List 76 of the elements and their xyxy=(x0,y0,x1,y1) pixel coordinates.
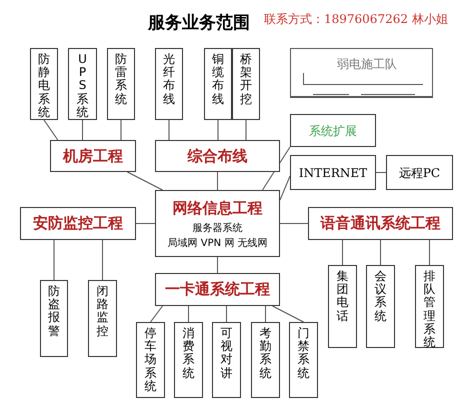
category-box xyxy=(50,140,136,172)
connector-line xyxy=(280,223,308,224)
label-box xyxy=(386,155,453,190)
node-text: 会议系统 xyxy=(374,270,386,325)
node-text: 停车场系统 xyxy=(144,327,156,395)
node-text: 防盗报警 xyxy=(48,285,60,340)
connector-line xyxy=(188,306,189,322)
node-text: 考勤系统 xyxy=(260,327,272,382)
category-box xyxy=(308,207,453,240)
connector-line xyxy=(272,306,304,322)
vertical-label-box xyxy=(232,48,260,120)
node-text: 一卡通系统工程 xyxy=(165,279,270,300)
connector-line xyxy=(82,120,83,140)
node-text: 网络信息工程 xyxy=(172,198,262,219)
vertical-label-box xyxy=(107,48,135,120)
node-text: 铜缆布线 xyxy=(212,53,224,108)
node-text: 机房工程 xyxy=(63,146,123,167)
connector-line xyxy=(342,240,343,266)
node-text: 排队管理系统 xyxy=(424,270,436,347)
label-box xyxy=(290,114,376,147)
connector-line xyxy=(217,172,218,190)
vertical-label-box xyxy=(289,322,318,398)
node-text: 集团电话 xyxy=(336,270,348,325)
node-text: UPS系统 xyxy=(76,53,88,119)
node-text: 语音通讯系统工程 xyxy=(320,213,440,234)
vertical-label-box xyxy=(204,48,232,120)
vertical-label-box xyxy=(136,322,165,398)
vertical-label-box xyxy=(88,280,117,357)
vertical-label-box xyxy=(251,322,280,398)
connector-line xyxy=(44,120,58,140)
node-text: 门禁系统 xyxy=(298,327,310,382)
node-text: 综合布线 xyxy=(188,146,248,167)
contact-note: 联系方式：18976067262 林小姐 xyxy=(264,12,449,27)
label-box xyxy=(290,155,376,190)
node-text: 闭路监控 xyxy=(96,285,108,340)
node-text: 服务器系统 xyxy=(192,223,242,236)
connector-line xyxy=(376,172,386,173)
connector-line xyxy=(280,176,290,201)
center-box xyxy=(155,190,280,257)
vertical-label-box xyxy=(174,322,203,398)
node-text: 光纤布线 xyxy=(163,53,175,108)
vertical-label-box xyxy=(415,265,444,348)
vertical-label-box xyxy=(30,48,58,120)
connector-line xyxy=(150,306,163,322)
connector-line xyxy=(102,240,103,280)
vertical-label-box xyxy=(212,322,241,398)
node-text: 安防监控工程 xyxy=(33,213,123,234)
node-text: INTERNET xyxy=(298,164,368,182)
connector-line xyxy=(168,120,170,140)
connector-line xyxy=(429,240,430,266)
connector-line xyxy=(380,240,381,266)
category-box xyxy=(20,207,136,240)
connector-line xyxy=(265,306,266,322)
node-text: 系统扩展 xyxy=(309,122,357,140)
node-text: 防静电系统 xyxy=(38,53,50,119)
vertical-label-box xyxy=(366,265,395,348)
node-text: 局域网 VPN 网 无线网 xyxy=(168,238,268,250)
vertical-label-box xyxy=(155,48,183,120)
vertical-label-box xyxy=(68,48,97,120)
connector-line xyxy=(226,306,227,322)
node-text: 防雷系统 xyxy=(115,53,127,108)
node-text: 消费系统 xyxy=(182,327,194,382)
connector-line xyxy=(120,120,122,140)
node-text: 远程PC xyxy=(398,164,440,182)
node-text: 桥架开挖 xyxy=(240,53,252,108)
connector-line xyxy=(136,223,156,224)
diagram-title: 服务业务范围 xyxy=(148,13,250,34)
node-text: 弱电施工队 xyxy=(337,56,397,73)
connector-line xyxy=(126,172,163,190)
node-text: 可视对讲 xyxy=(220,327,232,382)
team-frame xyxy=(290,48,433,98)
vertical-label-box xyxy=(40,280,68,357)
category-box xyxy=(155,140,280,172)
connector-line xyxy=(217,256,218,274)
vertical-label-box xyxy=(328,265,357,348)
category-box xyxy=(155,273,280,306)
